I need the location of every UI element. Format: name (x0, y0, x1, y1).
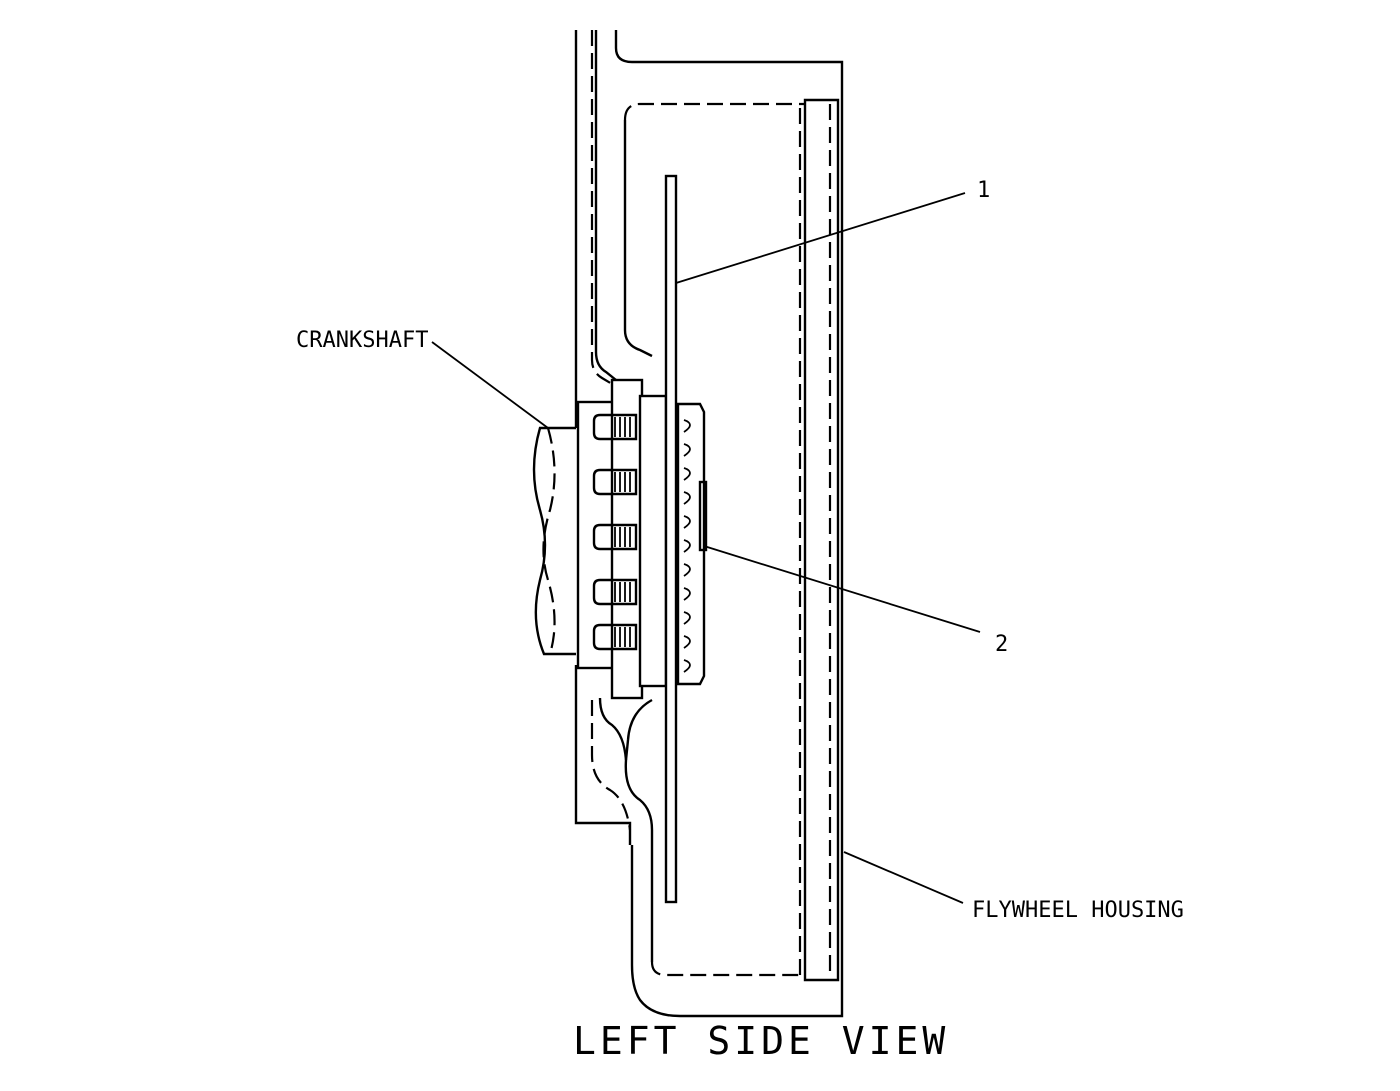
bolt-head (683, 443, 691, 457)
bolt-head-stack (676, 402, 706, 686)
flywheel-plate (664, 174, 678, 904)
view-title: LEFT SIDE VIEW (573, 1019, 949, 1063)
callout-2-label: 2 (995, 632, 1008, 657)
callout-1-label: 1 (977, 178, 990, 203)
bolt-head (683, 635, 691, 649)
bolt-head (683, 467, 691, 481)
hub-bolt (592, 413, 638, 441)
hub-bolt (592, 578, 638, 606)
bolt-head (683, 419, 691, 433)
bolt-head (683, 659, 691, 673)
crankshaft-end (532, 426, 576, 656)
bolt-head (683, 539, 691, 553)
hub-bolt (592, 468, 638, 496)
flywheel-housing-label: FLYWHEEL HOUSING (972, 898, 1184, 923)
crankshaft-label: CRANKSHAFT (296, 328, 428, 353)
bolt-head (683, 611, 691, 625)
bolt-head (683, 515, 691, 529)
engine-block-outline (574, 30, 632, 845)
bolt-head (683, 563, 691, 577)
hub-bolt (592, 623, 638, 651)
bolt-head-detail (698, 480, 708, 552)
flywheel-bolt-heads (676, 402, 708, 686)
crankshaft-hub (576, 378, 668, 700)
bolt-head (683, 587, 691, 601)
flywheel-housing-outline (614, 30, 844, 1018)
bolt-head (683, 491, 691, 505)
hub-bolts (592, 413, 638, 651)
hub-bolt (592, 523, 638, 551)
leader-lines (431, 192, 981, 904)
